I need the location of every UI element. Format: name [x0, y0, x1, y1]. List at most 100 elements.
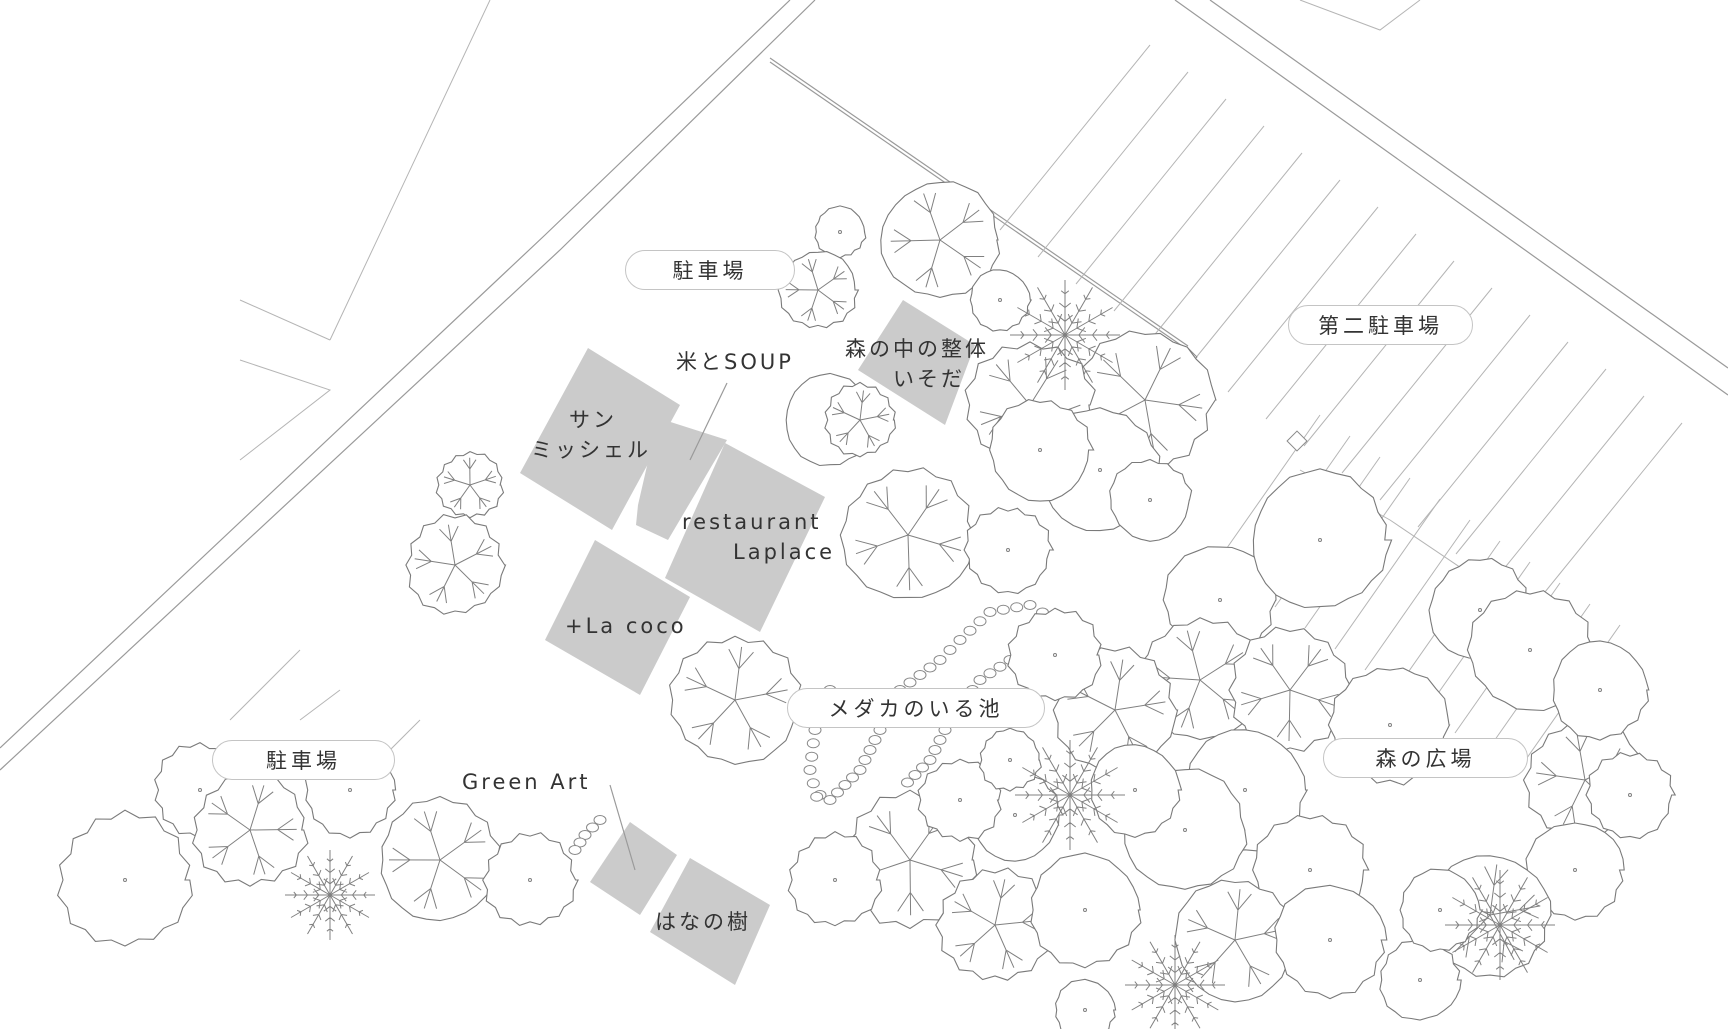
tree-canopy-icon [989, 399, 1095, 502]
tree-canopy-icon [1228, 626, 1355, 754]
stepping-stone-icon [1023, 600, 1037, 610]
stepping-stone-icon [933, 735, 947, 745]
stepping-stone-icon [943, 645, 957, 655]
tree-canopy-icon [1055, 978, 1117, 1029]
label-mori-seitai-2: いそだ [893, 367, 965, 391]
tree-canopy-icon [824, 381, 896, 458]
tree-canopy-icon [839, 467, 975, 599]
stepping-stone-icon [973, 675, 987, 685]
stepping-stone-icon [803, 765, 817, 775]
conifer-icon [1015, 740, 1125, 850]
stepping-stone-icon [913, 670, 927, 680]
stepping-stone-icon [586, 822, 599, 833]
lamp-post-icon [1286, 430, 1308, 452]
building-san-michel [520, 348, 680, 530]
stepping-stone-icon [983, 607, 997, 617]
tree-canopy-icon [1585, 751, 1677, 840]
stepping-stone-icon [903, 677, 917, 688]
label-forest-plaza: 森の広場 [1323, 738, 1528, 778]
parking-stalls-upper [999, 44, 1683, 609]
stepping-stone-icon [1010, 602, 1024, 613]
tree-canopy-icon [1274, 884, 1388, 1000]
building-mori-seitai [858, 300, 975, 425]
stepping-stone-icon [806, 778, 820, 789]
tree-canopy-icon [380, 795, 503, 922]
stepping-stone-icon [983, 668, 997, 679]
tree-canopy-icon [482, 832, 579, 927]
tree-canopy-icon [1109, 458, 1193, 542]
conifer-icon [1010, 280, 1120, 390]
tree-canopy-icon [56, 809, 193, 947]
tree-canopy-icon [669, 635, 802, 765]
tree-canopy-icon [1399, 868, 1484, 952]
building-restaurant [665, 443, 825, 632]
stepping-stone-icon [810, 791, 824, 802]
stepping-stone-icon [923, 755, 937, 765]
stepping-stone-icon [593, 815, 607, 825]
conifer-icon [285, 850, 375, 940]
stepping-stone-icon [908, 770, 922, 780]
stepping-stone-icon [805, 751, 819, 762]
label-pond: メダカのいる池 [787, 688, 1045, 728]
stepping-stone-icon [823, 795, 837, 805]
tree-canopy-icon [1379, 936, 1462, 1021]
stepping-stone-icon [953, 635, 967, 645]
tree-canopy-icon [935, 867, 1054, 981]
stepping-stone-icon [846, 772, 859, 783]
stepping-stone-icon [973, 616, 987, 627]
tree-canopy-icon [1552, 640, 1650, 741]
stepping-stone-icon [863, 745, 877, 755]
building-kome-soup [636, 418, 727, 540]
tree-canopy-icon [880, 181, 1001, 298]
tree-canopy-icon [435, 450, 505, 519]
tree-canopy-icon [978, 727, 1042, 792]
stepping-stone-icon [901, 777, 914, 788]
building-green-art [590, 822, 677, 915]
label-restaurant-1: restaurant [682, 510, 822, 534]
label-restaurant-2: Laplace [733, 540, 836, 564]
label-hana-no-ki: はなの樹 [655, 910, 751, 934]
tree-canopy-icon [405, 513, 507, 615]
stepping-stone-icon [838, 780, 852, 790]
stepping-stone-icon [993, 661, 1007, 672]
building-hana-no-ki [650, 858, 770, 985]
tree-canopy-icon [787, 831, 883, 927]
tree-canopy-icon [1007, 607, 1102, 702]
stepping-stone-icon [963, 625, 977, 636]
stepping-stone-icon [831, 787, 844, 798]
label-parking-bottom: 駐車場 [212, 740, 395, 780]
label-parking-top: 駐車場 [625, 250, 795, 290]
tree-canopy-icon [1525, 822, 1625, 921]
label-green-art: Green Art [462, 770, 591, 794]
tree-canopy-icon [969, 269, 1033, 332]
stepping-stone-icon [933, 655, 947, 665]
stepping-stone-icon [996, 604, 1010, 615]
buildings [520, 300, 975, 985]
conifer-icons [285, 280, 1555, 1029]
tree-canopy-icons [56, 181, 1677, 1029]
label-san-michel-2: ミッシェル [531, 438, 651, 462]
label-kome-soup: 米とSOUP [676, 350, 794, 374]
building-la-coco [545, 540, 690, 695]
tree-canopy-icon [1252, 468, 1393, 609]
label-mori-seitai-1: 森の中の整体 [845, 337, 989, 361]
label-san-michel-1: サン [569, 408, 617, 432]
stepping-stone-icon [853, 765, 867, 775]
stepping-stone-icon [858, 755, 872, 765]
conifer-icon [1125, 935, 1225, 1029]
conifer-icon [1445, 870, 1555, 980]
tree-canopy-icon [963, 506, 1055, 595]
tree-canopy-icon [1174, 879, 1300, 1003]
tree-canopy-icon [814, 205, 867, 259]
tree-canopy-icon [1030, 852, 1142, 969]
stepping-stone-icon [923, 662, 937, 673]
stepping-stone-icon [806, 738, 820, 749]
stepping-stone-icon [868, 735, 882, 745]
stepping-stone-icon [928, 745, 942, 755]
label-parking-second: 第二駐車場 [1288, 305, 1473, 345]
label-la-coco: +La coco [565, 614, 687, 638]
tree-canopy-icon [191, 771, 309, 887]
stepping-stone-icon [916, 762, 929, 773]
stepping-stone-icon [568, 845, 582, 855]
